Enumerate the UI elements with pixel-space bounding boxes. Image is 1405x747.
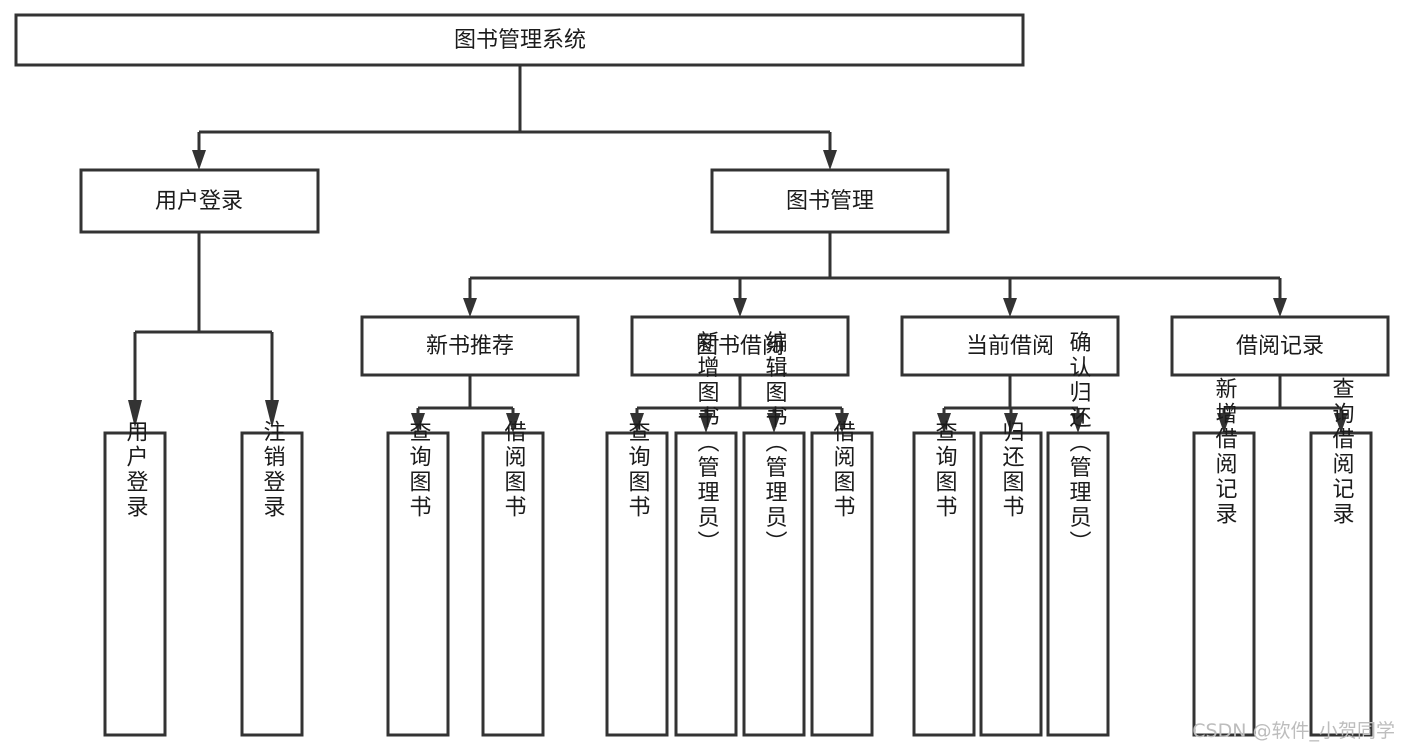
leaf-logout[interactable]: 注销登录 xyxy=(240,420,304,737)
arrowhead-leaf-edit-book xyxy=(767,413,781,433)
leaf-add-borrow-record[interactable]: 新增借阅记录 xyxy=(1192,377,1256,737)
node-user-login[interactable]: 用户登录 xyxy=(79,168,320,234)
node-new-book-recommend[interactable]: 新书推荐 xyxy=(360,315,580,377)
node-book-borrow[interactable]: 图书借阅 xyxy=(630,315,850,377)
leaf-current-query-book-box[interactable] xyxy=(912,431,976,737)
arrowhead-leaf-query-book-c xyxy=(937,413,951,433)
leaf-confirm-return-admin-label: 确认归还（管理员） xyxy=(1066,331,1092,556)
leaf-return-book-label: 归还图书 xyxy=(999,420,1025,520)
node-root-box[interactable] xyxy=(14,13,1025,67)
arrowhead-leaf-user-login xyxy=(128,400,142,428)
leaf-logout-label: 注销登录 xyxy=(260,420,286,520)
node-root[interactable]: 图书管理系统 xyxy=(14,13,1025,67)
leaf-return-book[interactable]: 归还图书 xyxy=(979,420,1043,737)
leaf-borrow-query-book-box[interactable] xyxy=(605,431,669,737)
arrowhead-leaf-query-book-b xyxy=(630,413,644,433)
node-root-label: 图书管理系统 xyxy=(454,28,586,53)
leaf-edit-book-admin-label: 编辑图书（管理员） xyxy=(762,331,788,556)
arrowhead-leaf-logout xyxy=(265,400,279,428)
leaf-add-book-admin[interactable]: 新增图书（管理员） xyxy=(674,331,738,737)
arrowhead-leaf-confirm-return xyxy=(1071,413,1085,433)
leaf-edit-book-admin[interactable]: 编辑图书（管理员） xyxy=(742,331,806,737)
arrowhead-leaf-add-book xyxy=(699,413,713,433)
leaf-borrow-borrow-book-box[interactable] xyxy=(810,431,874,737)
leaf-return-book-box[interactable] xyxy=(979,431,1043,737)
csdn-watermark: CSDN @软件_小贺同学 xyxy=(1192,720,1395,742)
arrowhead-leaf-query-record xyxy=(1334,413,1348,433)
arrowhead-new-book-recommend xyxy=(463,298,477,317)
leaf-add-book-admin-box[interactable] xyxy=(674,431,738,737)
leaf-recommend-query-book[interactable]: 查询图书 xyxy=(386,420,450,737)
leaf-recommend-borrow-book-box[interactable] xyxy=(481,431,545,737)
leaf-user-login-label: 用户登录 xyxy=(123,420,149,520)
arrowhead-leaf-borrow-book-a xyxy=(506,413,520,433)
arrowhead-book-borrow xyxy=(733,298,747,317)
node-borrow-record-label: 借阅记录 xyxy=(1236,334,1324,359)
leaf-confirm-return-admin[interactable]: 确认归还（管理员） xyxy=(1046,331,1110,737)
leaf-recommend-borrow-book[interactable]: 借阅图书 xyxy=(481,420,545,737)
arrowhead-current-borrow xyxy=(1003,298,1017,317)
node-user-login-box[interactable] xyxy=(79,168,320,234)
arrowhead-leaf-query-book-a xyxy=(411,413,425,433)
leaf-user-login-box[interactable] xyxy=(103,431,167,737)
node-current-borrow[interactable]: 当前借阅 xyxy=(900,315,1120,377)
leaf-logout-box[interactable] xyxy=(240,431,304,737)
node-new-book-recommend-label: 新书推荐 xyxy=(426,334,514,359)
node-book-borrow-label: 图书借阅 xyxy=(696,334,784,359)
arrowhead-leaf-return-book xyxy=(1004,413,1018,433)
arrowhead-user-login xyxy=(192,150,206,170)
arrowhead-borrow-record xyxy=(1273,298,1287,317)
node-current-borrow-box[interactable] xyxy=(900,315,1120,377)
leaf-query-borrow-record-box[interactable] xyxy=(1309,431,1373,737)
leaf-borrow-query-book-label: 查询图书 xyxy=(625,420,651,520)
leaf-recommend-borrow-book-label: 借阅图书 xyxy=(501,420,527,520)
node-current-borrow-label: 当前借阅 xyxy=(966,334,1054,359)
leaf-recommend-query-book-box[interactable] xyxy=(386,431,450,737)
node-borrow-record[interactable]: 借阅记录 xyxy=(1170,315,1390,377)
node-book-manage-label: 图书管理 xyxy=(786,189,874,214)
leaf-confirm-return-admin-box[interactable] xyxy=(1046,431,1110,737)
leaf-borrow-borrow-book[interactable]: 借阅图书 xyxy=(810,420,874,737)
connector-layer xyxy=(128,65,1348,433)
leaf-query-borrow-record-label: 查询借阅记录 xyxy=(1329,377,1355,527)
node-user-login-label: 用户登录 xyxy=(155,189,243,214)
leaf-add-book-admin-label: 新增图书（管理员） xyxy=(694,331,720,556)
leaf-recommend-query-book-label: 查询图书 xyxy=(406,420,432,520)
leaf-current-query-book-label: 查询图书 xyxy=(932,420,958,520)
leaf-borrow-query-book[interactable]: 查询图书 xyxy=(605,420,669,737)
arrowhead-book-manage xyxy=(823,150,837,170)
node-book-borrow-box[interactable] xyxy=(630,315,850,377)
arrowhead-leaf-add-record xyxy=(1217,413,1231,433)
leaf-add-borrow-record-box[interactable] xyxy=(1192,431,1256,737)
node-borrow-record-box[interactable] xyxy=(1170,315,1390,377)
leaf-user-login[interactable]: 用户登录 xyxy=(103,420,167,737)
leaf-edit-book-admin-box[interactable] xyxy=(742,431,806,737)
leaf-query-borrow-record[interactable]: 查询借阅记录 xyxy=(1309,377,1373,737)
node-book-manage-box[interactable] xyxy=(710,168,950,234)
leaf-borrow-borrow-book-label: 借阅图书 xyxy=(830,420,856,520)
leaf-current-query-book[interactable]: 查询图书 xyxy=(912,420,976,737)
arrowhead-leaf-borrow-book-b xyxy=(835,413,849,433)
node-new-book-recommend-box[interactable] xyxy=(360,315,580,377)
leaf-add-borrow-record-label: 新增借阅记录 xyxy=(1212,377,1238,527)
node-book-manage[interactable]: 图书管理 xyxy=(710,168,950,234)
